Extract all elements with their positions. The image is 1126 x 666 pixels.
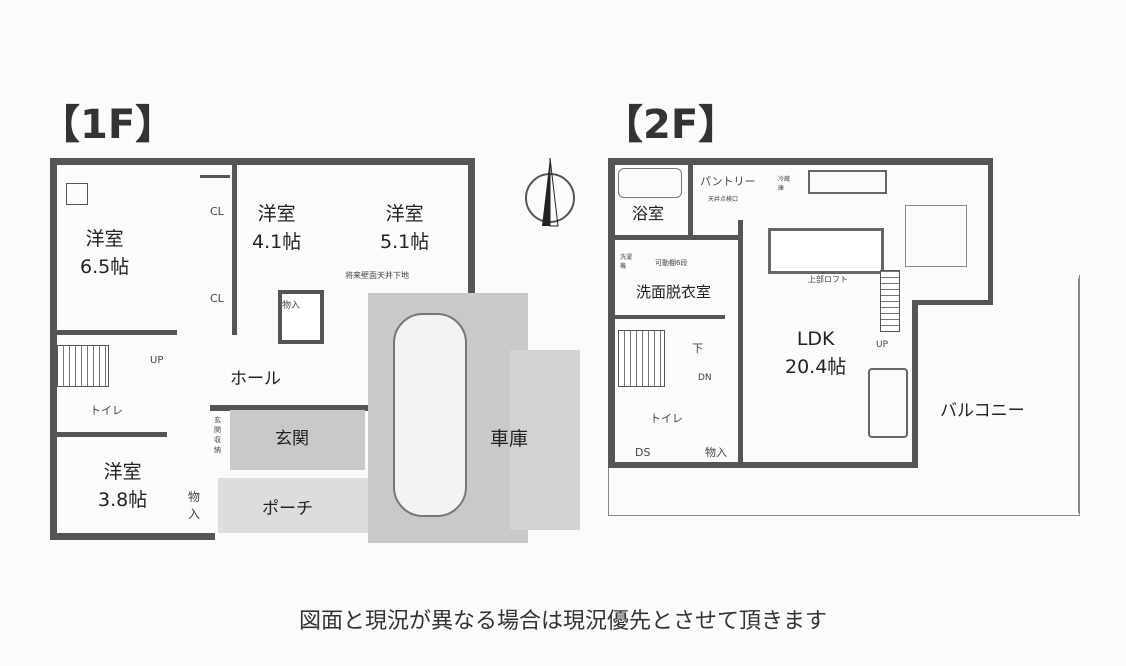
ceiling-hatch-icon [66, 183, 88, 205]
washroom-label: 洗面脱衣室 [636, 283, 712, 301]
entrance-label: 玄関 [275, 429, 309, 449]
garage-label: 車庫 [490, 428, 529, 450]
north-arrow-icon [525, 157, 575, 227]
ds-label: DS [635, 446, 651, 459]
porch-label: ポーチ [262, 499, 313, 519]
down-label: 下 [692, 342, 703, 355]
closet-label: CL [210, 292, 224, 305]
storage-label: 物入 [188, 490, 201, 521]
shoe-storage-label: 玄関収納 [214, 416, 221, 454]
storage-label: 物入 [282, 301, 301, 311]
storage-label: 物入 [705, 446, 727, 459]
disclaimer-text: 図面と現況が異なる場合は現況優先とさせて頂きます [298, 609, 827, 634]
hatch-label: 天井点検口 [708, 196, 739, 203]
car-icon [393, 313, 467, 517]
fridge-label: 冷蔵庫 [778, 176, 791, 192]
loft-label: 上部ロフト [808, 275, 848, 284]
hall-label: ホール [230, 369, 281, 389]
floor-1-label: 【1F】 [40, 102, 176, 148]
balcony-label: バルコニー [940, 401, 1025, 421]
up-label: UP [150, 355, 164, 366]
floor-2-label: 【2F】 [603, 102, 739, 148]
bath-label: 浴室 [632, 204, 665, 223]
note-label: 将来壁面天井下地 [345, 271, 409, 280]
toilet-label: トイレ [90, 404, 123, 417]
closet-label: CL [210, 205, 224, 218]
toilet-label: トイレ [650, 412, 683, 425]
pantry-label: パントリー [700, 175, 756, 188]
dn-label: DN [698, 373, 712, 383]
up-label: UP [876, 340, 889, 350]
shelf-label: 可動棚6段 [655, 259, 688, 267]
washer-label: 洗濯機 [620, 254, 633, 270]
